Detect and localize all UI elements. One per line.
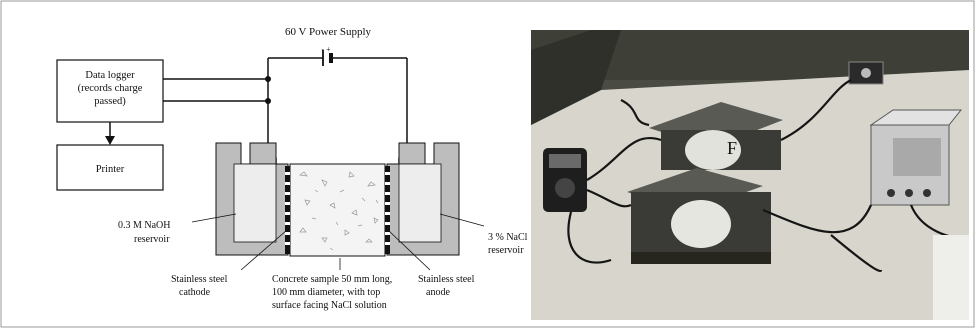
junction-dot — [265, 98, 271, 104]
printer-box — [56, 144, 164, 191]
apparatus-photo: F — [531, 30, 969, 320]
stainless-steel-cathode — [285, 166, 290, 254]
naoh-reservoir-label: reservoir — [134, 234, 170, 245]
cathode-label: cathode — [179, 287, 211, 298]
data-logger-label: (records charge — [78, 83, 143, 94]
power-supply-label: 60 V Power Supply — [285, 26, 372, 38]
data-logger-box — [56, 59, 164, 123]
nacl-reservoir — [386, 142, 460, 256]
concrete-sample-label: surface facing NaCl solution — [272, 300, 387, 311]
data-logger-label: passed) — [94, 96, 126, 107]
test-cell — [627, 168, 771, 264]
battery-symbol — [268, 50, 407, 66]
arrow-head — [105, 136, 115, 145]
concrete-sample — [289, 163, 386, 257]
printer-label: Printer — [96, 164, 125, 175]
lead-wires — [567, 79, 969, 273]
concrete-sample-label: Concrete sample 50 mm long, — [272, 274, 392, 285]
anode-label: anode — [426, 287, 450, 298]
nacl-reservoir-label: reservoir — [488, 245, 524, 256]
test-cell: F — [649, 102, 783, 170]
cathode-label: Stainless steel — [171, 274, 228, 285]
anode-label: Stainless steel — [418, 274, 475, 285]
naoh-reservoir-label: 0.3 M NaOH — [118, 220, 171, 231]
concrete-sample-label: 100 mm diameter, with top — [272, 287, 380, 298]
data-logger-label: Data logger — [85, 70, 135, 81]
cell-label: F — [727, 138, 737, 158]
leader-lines — [191, 213, 485, 271]
junction-dot — [265, 76, 271, 82]
circuit-wires — [163, 58, 408, 166]
battery-polarity-label: - + — [321, 45, 331, 54]
naoh-reservoir — [215, 142, 289, 256]
stainless-steel-anode — [385, 166, 390, 254]
nacl-reservoir-label: 3 % NaCl — [488, 232, 528, 243]
